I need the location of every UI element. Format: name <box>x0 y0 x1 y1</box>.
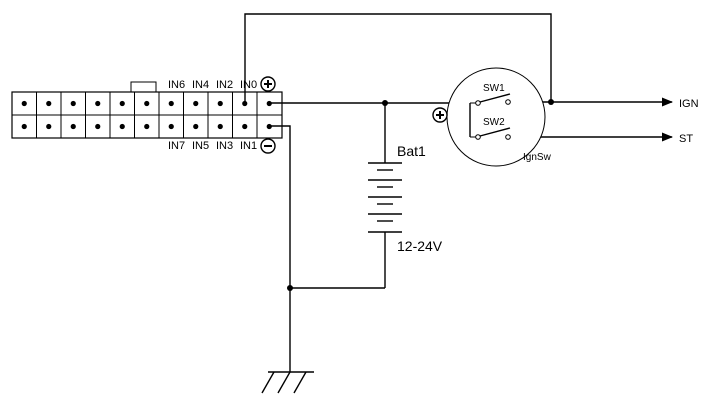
connector-pin <box>217 123 223 130</box>
connector-pin <box>119 100 125 107</box>
connector-latch <box>130 81 157 93</box>
label-in7: IN7 <box>168 140 185 152</box>
label-in6: IN6 <box>168 79 185 91</box>
output-st-label: ST <box>679 133 693 145</box>
connector-pin <box>217 100 223 107</box>
connector-pins <box>21 92 272 138</box>
connector-pin <box>46 123 52 130</box>
output-ign-label: IGN <box>679 98 699 110</box>
connector-pin <box>46 100 52 107</box>
label-in5: IN5 <box>192 140 209 152</box>
connector-pin <box>242 100 248 107</box>
wire-connector-negative <box>269 125 291 372</box>
connector-pin <box>144 123 150 130</box>
junction-dot <box>287 285 293 291</box>
label-in2: IN2 <box>216 79 233 91</box>
battery-name: Bat1 <box>397 143 426 159</box>
connector-pin <box>95 100 101 107</box>
label-in1: IN1 <box>240 140 257 152</box>
connector-pin <box>168 123 174 130</box>
label-in0: IN0 <box>240 79 257 91</box>
connector-pin <box>242 123 248 130</box>
battery-voltage: 12-24V <box>397 238 443 254</box>
connector-minus-icon <box>260 138 276 154</box>
connector-pin <box>70 100 76 107</box>
connector-pin <box>144 100 150 107</box>
ignition-switch <box>446 67 546 167</box>
label-in3: IN3 <box>216 140 233 152</box>
switch-sw1-label: SW1 <box>483 83 505 94</box>
label-in4: IN4 <box>192 79 209 91</box>
junction-dot <box>548 99 554 105</box>
connector-block <box>11 81 283 139</box>
connector-pin <box>168 100 174 107</box>
junction-dot <box>382 100 388 106</box>
switch-sw2-label: SW2 <box>483 117 505 128</box>
connector-pin <box>193 100 199 107</box>
connector-pin <box>21 100 27 107</box>
connector-pin <box>95 123 101 130</box>
connector-pin <box>21 123 27 130</box>
connector-plus-icon <box>260 76 276 92</box>
wires <box>244 13 674 372</box>
connector-pin <box>119 123 125 130</box>
switch-plus-icon <box>432 107 448 123</box>
switch-name: IgnSw <box>523 152 552 163</box>
ground-icon <box>261 371 314 394</box>
connector-pin <box>193 123 199 130</box>
battery-symbol <box>368 162 402 233</box>
connector-pin <box>70 123 76 130</box>
wire-ign-loop <box>244 13 552 103</box>
